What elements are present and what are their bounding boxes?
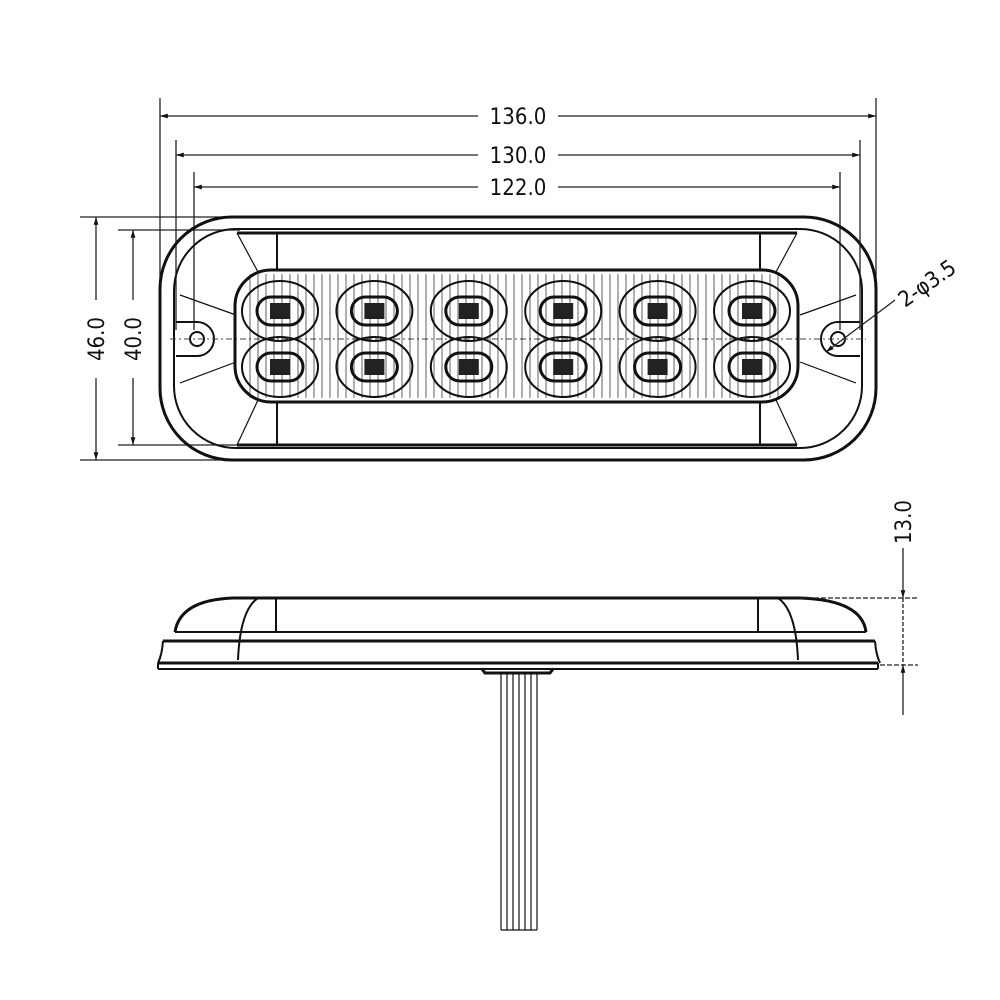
led-reflector bbox=[241, 280, 319, 342]
led bbox=[429, 336, 508, 398]
lens-ribs bbox=[249, 274, 779, 398]
led bbox=[618, 280, 697, 342]
led-lens bbox=[727, 295, 777, 327]
led-reflector bbox=[429, 336, 508, 398]
dim-label-overall-length: 136.0 bbox=[490, 105, 547, 130]
led bbox=[618, 336, 697, 398]
dim-label-thickness: 13.0 bbox=[892, 500, 917, 544]
led-chip bbox=[270, 303, 290, 319]
led-chip bbox=[647, 303, 668, 319]
hole-callout bbox=[825, 299, 896, 353]
led-module bbox=[233, 268, 800, 404]
dim-label-inner-height: 40.0 bbox=[122, 317, 147, 361]
led-reflector bbox=[618, 336, 697, 398]
led bbox=[335, 336, 414, 398]
led-reflector bbox=[335, 280, 414, 342]
led-lens bbox=[349, 295, 399, 327]
led-reflector bbox=[335, 336, 414, 398]
led-reflector bbox=[429, 280, 508, 342]
led-reflector bbox=[618, 280, 697, 342]
led-chip bbox=[647, 359, 668, 375]
dimension-13 bbox=[800, 548, 918, 715]
side-view bbox=[157, 596, 881, 931]
led-chip bbox=[364, 359, 385, 375]
led-lens bbox=[633, 295, 683, 327]
led-chip bbox=[458, 359, 479, 375]
led-lens bbox=[727, 351, 777, 383]
led bbox=[524, 336, 603, 398]
led bbox=[241, 280, 319, 342]
led-chip bbox=[553, 303, 574, 319]
led-lens bbox=[255, 295, 305, 327]
wires bbox=[500, 673, 538, 931]
dim-label-inner-length: 122.0 bbox=[490, 176, 547, 201]
led-lens bbox=[538, 295, 588, 327]
dimension-extension-lines bbox=[80, 98, 877, 461]
led-lens bbox=[538, 351, 588, 383]
led-reflector bbox=[524, 280, 603, 342]
led-lens bbox=[444, 295, 494, 327]
led-reflector bbox=[713, 280, 791, 342]
outer-housing bbox=[158, 215, 878, 462]
led-array bbox=[241, 280, 791, 398]
led bbox=[713, 280, 791, 342]
led-lens bbox=[349, 351, 399, 383]
top-view bbox=[158, 215, 878, 462]
led-chip bbox=[364, 303, 385, 319]
led-chip bbox=[742, 359, 762, 375]
led-lens bbox=[255, 351, 305, 383]
led bbox=[429, 280, 508, 342]
led-lens bbox=[633, 351, 683, 383]
led-reflector bbox=[713, 336, 791, 398]
led bbox=[335, 280, 414, 342]
led-chip bbox=[458, 303, 479, 319]
led bbox=[713, 336, 791, 398]
led bbox=[524, 280, 603, 342]
led-reflector bbox=[241, 336, 319, 398]
led-chip bbox=[270, 359, 290, 375]
dim-label-overall-height: 46.0 bbox=[85, 317, 110, 361]
dim-label-mount-length: 130.0 bbox=[490, 144, 547, 169]
led-reflector bbox=[524, 336, 603, 398]
led-chip bbox=[553, 359, 574, 375]
lens-dome bbox=[173, 596, 868, 633]
led-lens bbox=[444, 351, 494, 383]
led bbox=[241, 336, 319, 398]
led-chip bbox=[742, 303, 762, 319]
cable-gland bbox=[480, 668, 555, 675]
dim-label-holes: 2-φ3.5 bbox=[894, 256, 961, 313]
